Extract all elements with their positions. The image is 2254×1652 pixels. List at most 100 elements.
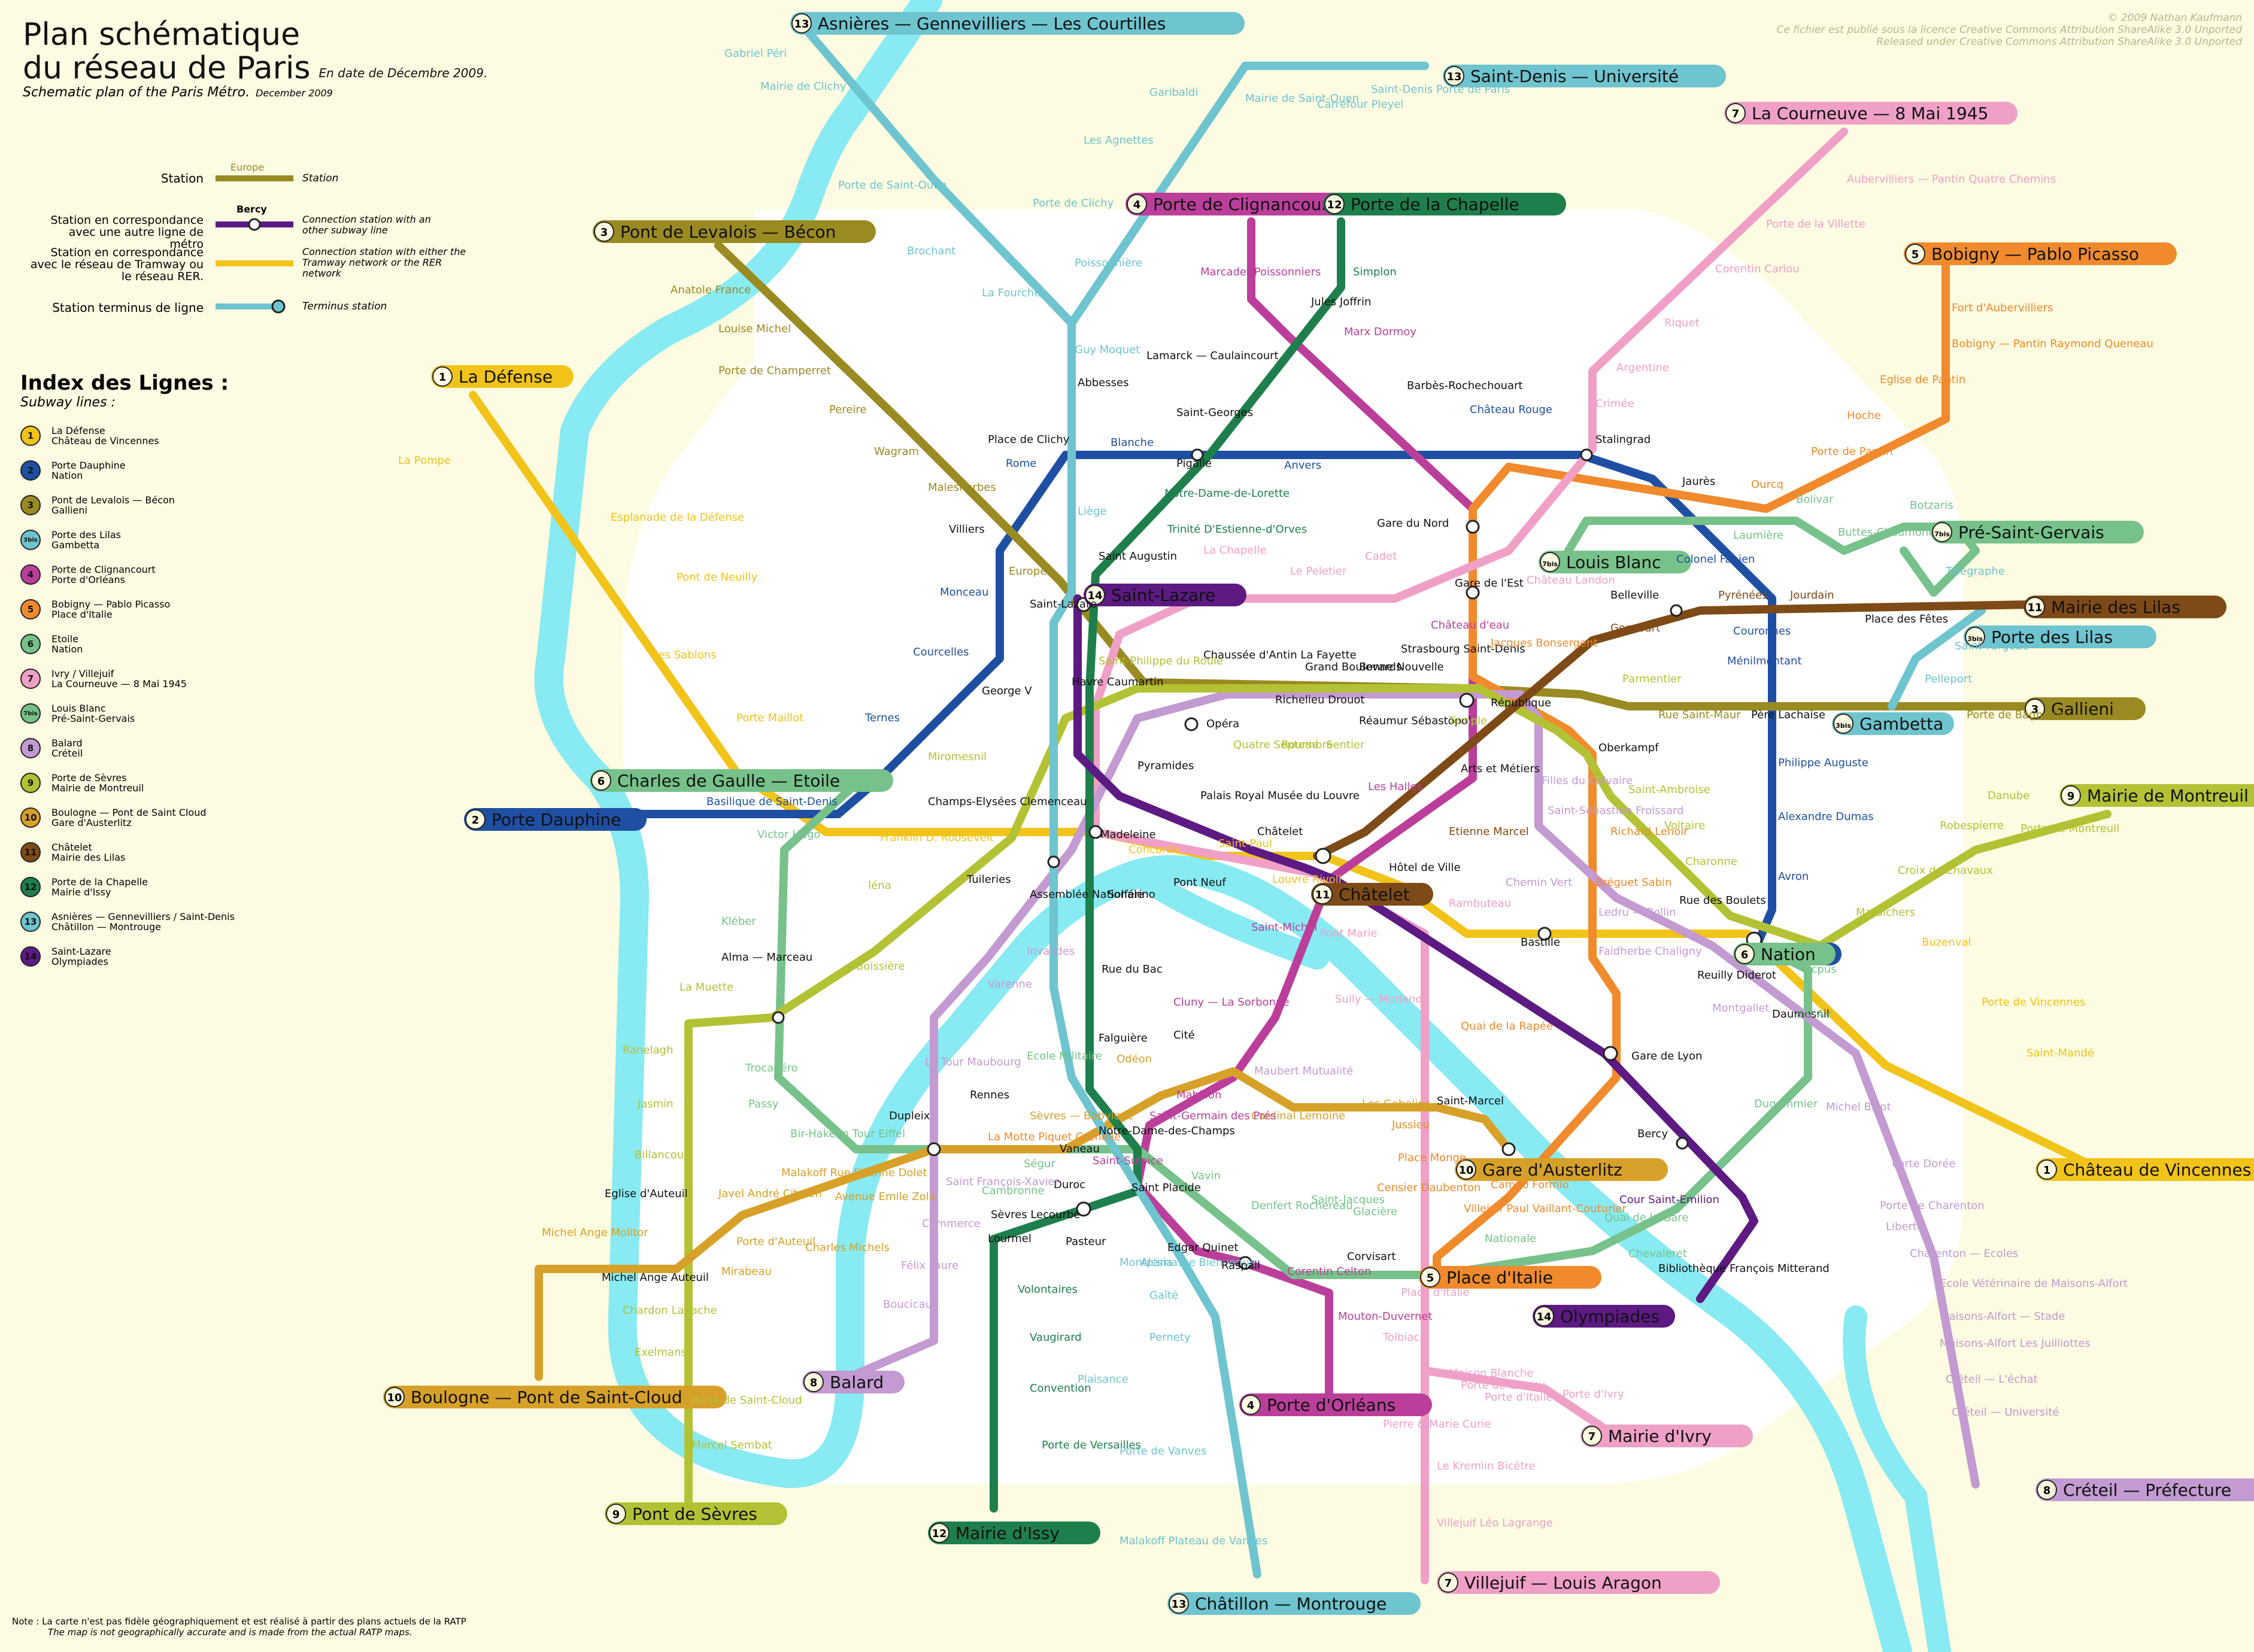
station-label[interactable]: Chemin Vert bbox=[1506, 876, 1572, 889]
station-label[interactable]: Porte de Charenton bbox=[1880, 1199, 1985, 1212]
station-label[interactable]: Sentier bbox=[1326, 739, 1365, 751]
station-label[interactable]: Le Peletier bbox=[1290, 565, 1347, 578]
station-label[interactable]: Cardinal Lemoine bbox=[1251, 1110, 1345, 1122]
station-label[interactable]: Invalides bbox=[1027, 945, 1075, 958]
station-label[interactable]: Porte de Pantin bbox=[1811, 445, 1893, 458]
interchange-bastille[interactable] bbox=[1537, 927, 1552, 941]
station-label[interactable]: Robespierre bbox=[1940, 819, 2004, 832]
station-label[interactable]: Saint-Paul bbox=[1218, 837, 1272, 850]
station-label[interactable]: Corentin Celton bbox=[1287, 1265, 1371, 1278]
station-label[interactable]: Château d'eau bbox=[1431, 619, 1509, 631]
interchange-belleville[interactable] bbox=[1670, 604, 1683, 617]
station-label[interactable]: Malakoff Rue Etienne Dolet bbox=[781, 1167, 927, 1179]
interchange-invalides[interactable] bbox=[1047, 855, 1060, 868]
station-label[interactable]: Riquet bbox=[1664, 317, 1699, 329]
station-label[interactable]: Ledru — Rollin bbox=[1598, 906, 1676, 919]
station-label[interactable]: Maraîchers bbox=[1856, 906, 1915, 919]
station-label[interactable]: Porte de Clichy bbox=[1033, 197, 1114, 209]
station-label[interactable]: Victor Hugo bbox=[757, 828, 820, 841]
station-label[interactable]: Temple bbox=[1448, 715, 1487, 727]
station-label[interactable]: Quai de la Rapée bbox=[1461, 1020, 1553, 1032]
station-label[interactable]: Bastille bbox=[1521, 936, 1560, 949]
station-label[interactable]: Jussieu bbox=[1391, 1119, 1430, 1131]
station-label[interactable]: Arts et Métiers bbox=[1461, 763, 1540, 775]
station-label[interactable]: Falguière bbox=[1099, 1032, 1148, 1044]
station-label[interactable]: Alma — Marceau bbox=[721, 951, 812, 964]
station-label[interactable]: Ourcq bbox=[1751, 478, 1783, 491]
station-label[interactable]: Bel-Air bbox=[1796, 1008, 1832, 1021]
station-label[interactable]: La Fourche bbox=[982, 287, 1040, 299]
station-label[interactable]: Sèvres — Babylone bbox=[1030, 1110, 1134, 1122]
station-label[interactable]: Réaumur Sébastopol bbox=[1359, 715, 1471, 727]
station-label[interactable]: Grand Boulevards bbox=[1305, 661, 1401, 673]
station-label[interactable]: Mirabeau bbox=[721, 1265, 772, 1278]
station-label[interactable]: Assemblée Nationale bbox=[1030, 888, 1143, 901]
station-label[interactable]: Duroc bbox=[1054, 1179, 1085, 1191]
interchange-trocadero[interactable] bbox=[772, 1011, 785, 1024]
station-label[interactable]: Alésia bbox=[1140, 1256, 1173, 1269]
station-label[interactable]: Hôtel de Ville bbox=[1389, 861, 1461, 874]
station-label[interactable]: Pont Marie bbox=[1320, 927, 1377, 940]
station-label[interactable]: Pierre & Marie Curie bbox=[1383, 1418, 1491, 1431]
station-label[interactable]: Plaisance bbox=[1078, 1373, 1128, 1386]
station-label[interactable]: Richard Lenoir bbox=[1610, 825, 1688, 838]
station-label[interactable]: Concorde bbox=[1128, 843, 1179, 856]
station-label[interactable]: Porte d'Auteuil bbox=[736, 1235, 815, 1248]
station-label[interactable]: Bercy bbox=[1637, 1128, 1668, 1140]
station-label[interactable]: Place de Clichy bbox=[988, 433, 1070, 446]
station-label[interactable]: Tuileries bbox=[966, 873, 1011, 886]
station-label[interactable]: Pont de Neuilly bbox=[676, 571, 758, 584]
station-label[interactable]: Le Kremlin Bicêtre bbox=[1437, 1460, 1536, 1472]
station-label[interactable]: Vaneau bbox=[1060, 1143, 1100, 1155]
station-label[interactable]: Michel Ange Molitor bbox=[542, 1226, 648, 1239]
station-label[interactable]: Rambuteau bbox=[1449, 897, 1511, 910]
station-label[interactable]: Barbès-Rochechouart bbox=[1407, 379, 1522, 392]
station-label[interactable]: Campo Formio bbox=[1491, 1179, 1569, 1191]
station-label[interactable]: Gare de l'Est bbox=[1455, 577, 1524, 590]
station-label[interactable]: Cadet bbox=[1365, 550, 1397, 563]
station-label[interactable]: Iéna bbox=[868, 879, 891, 892]
station-label[interactable]: Gabriel Péri bbox=[724, 47, 787, 60]
station-label[interactable]: Saint François-Xavier bbox=[946, 1176, 1060, 1188]
station-label[interactable]: Rue des Boulets bbox=[1679, 894, 1766, 907]
interchange-pigalle[interactable] bbox=[1191, 448, 1204, 461]
station-label[interactable]: Chardon Lagache bbox=[623, 1304, 717, 1317]
interchange-gare-de-lest[interactable] bbox=[1466, 585, 1480, 600]
station-label[interactable]: Basilique de Saint-Denis bbox=[706, 795, 838, 808]
station-label[interactable]: Ménilmontant bbox=[1727, 655, 1802, 667]
station-label[interactable]: Charles Michels bbox=[805, 1241, 890, 1254]
station-label[interactable]: Cour Saint-Emilion bbox=[1619, 1194, 1719, 1206]
station-label[interactable]: Saint-Philippe du Roule bbox=[1099, 655, 1223, 667]
station-label[interactable]: Maisons-Alfort Les Juilliottes bbox=[1940, 1337, 2091, 1350]
interchange-bercy[interactable] bbox=[1676, 1137, 1689, 1150]
station-label[interactable]: Eglise de Pantin bbox=[1880, 373, 1965, 386]
station-label[interactable]: Malakoff Plateau de Vanves bbox=[1120, 1535, 1267, 1547]
station-label[interactable]: Saint-Fargeau bbox=[1955, 640, 2029, 652]
station-label[interactable]: Saint Placide bbox=[1131, 1182, 1201, 1194]
station-label[interactable]: Censier Daubenton bbox=[1377, 1182, 1481, 1194]
station-label[interactable]: Solférino bbox=[1108, 888, 1155, 901]
station-label[interactable]: Ecole Militaire bbox=[1027, 1050, 1102, 1062]
station-label[interactable]: Tolbiac bbox=[1382, 1331, 1419, 1344]
station-label[interactable]: Carrefour Pleyel bbox=[1317, 98, 1403, 111]
station-label[interactable]: Palais Royal Musée du Louvre bbox=[1200, 789, 1360, 802]
station-label[interactable]: Villejuif Paul Vaillant-Couturier bbox=[1464, 1202, 1627, 1215]
station-label[interactable]: Porte Dorée bbox=[1892, 1158, 1956, 1170]
station-label[interactable]: Anvers bbox=[1284, 459, 1321, 472]
station-label[interactable]: Les Sablons bbox=[653, 649, 717, 661]
station-label[interactable]: Corvisart bbox=[1347, 1250, 1396, 1263]
station-label[interactable]: Cluny — La Sorbonne bbox=[1173, 996, 1289, 1009]
station-label[interactable]: Kléber bbox=[721, 915, 756, 928]
station-label[interactable]: Denfert Rochereau bbox=[1251, 1199, 1353, 1212]
